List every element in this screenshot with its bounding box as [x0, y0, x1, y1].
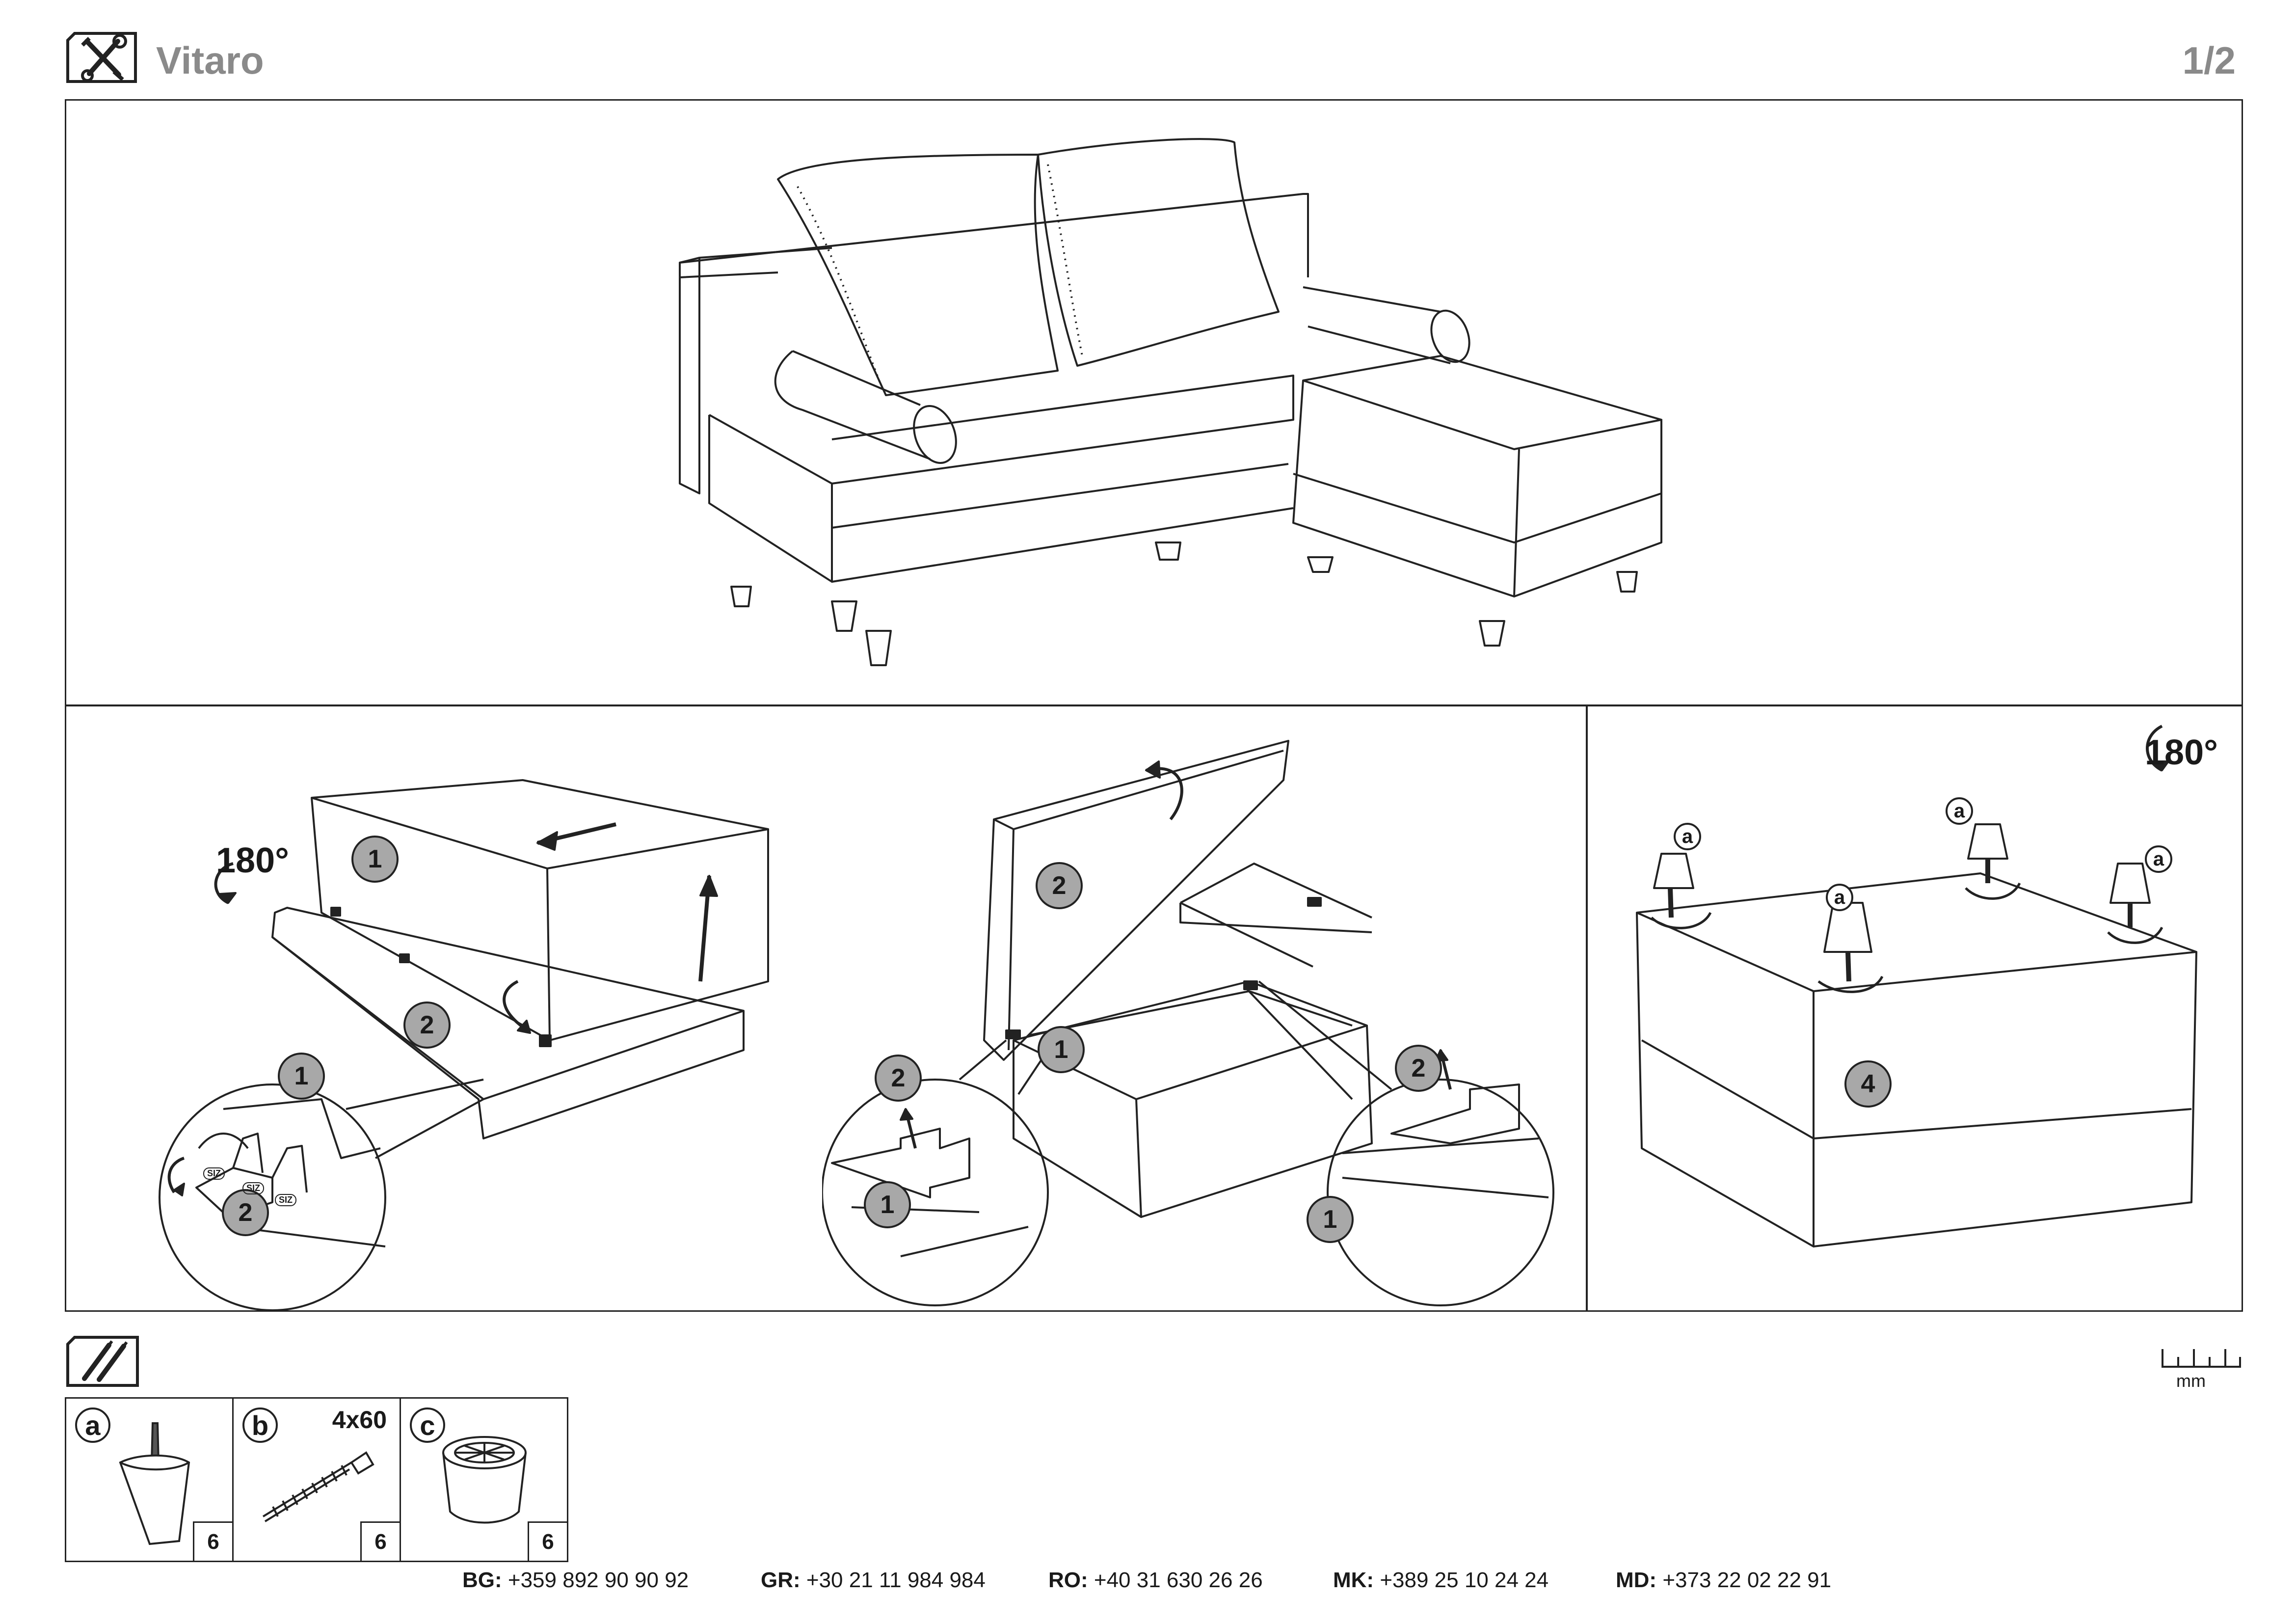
part-count: 6: [360, 1521, 400, 1561]
callout-badge: 2: [875, 1055, 922, 1102]
contact-md: MD: +373 22 02 22 91: [1616, 1568, 1831, 1593]
callout-badge: 2: [222, 1189, 269, 1236]
page-title: Vitaro: [156, 39, 264, 82]
callout-badge: 2: [403, 1001, 451, 1049]
step-1-illustration: [159, 779, 769, 1310]
contact-bg: BG: +359 892 90 90 92: [462, 1568, 689, 1593]
hinge-mark: SIZ: [275, 1194, 297, 1206]
part-cell-a: a 6: [65, 1397, 234, 1562]
contact-code: MD:: [1616, 1568, 1657, 1592]
hinge-mark: SIZ: [203, 1167, 225, 1180]
contact-code: MK:: [1333, 1568, 1374, 1592]
contact-code: BG:: [462, 1568, 502, 1592]
part-a-marker: a: [1674, 823, 1701, 850]
tools-icon: [65, 30, 138, 84]
callout-badge: 1: [864, 1181, 911, 1228]
step-2-illustration: [822, 740, 1554, 1306]
contact-phone: +373 22 02 22 91: [1662, 1568, 1832, 1592]
rotate-180-label: 180°: [216, 841, 289, 880]
contact-gr: GR: +30 21 11 984 984: [761, 1568, 986, 1593]
page-number: 1/2: [2182, 39, 2236, 82]
contact-code: RO:: [1048, 1568, 1088, 1592]
contact-code: GR:: [761, 1568, 801, 1592]
part-letter: c: [410, 1407, 445, 1443]
step-3-illustration: [1636, 725, 2197, 1247]
callout-badge: 1: [1307, 1196, 1354, 1243]
callout-badge: 1: [278, 1053, 325, 1100]
corner-sofa-illustration: [679, 138, 1662, 666]
part-a-marker: a: [2145, 845, 2172, 873]
part-size: 4x60: [332, 1406, 387, 1434]
part-cell-b: b 4x60 6: [232, 1397, 401, 1562]
part-count: 6: [193, 1521, 232, 1561]
contact-mk: MK: +389 25 10 24 24: [1333, 1568, 1548, 1593]
round-foot-icon: [435, 1433, 534, 1534]
furniture-leg-icon: [110, 1418, 209, 1548]
contact-phone: +389 25 10 24 24: [1380, 1568, 1549, 1592]
part-letter: a: [75, 1407, 110, 1443]
overview-panel: [65, 99, 2243, 706]
screw-icon: [253, 1443, 381, 1529]
screwdriver-parts-icon: [65, 1334, 140, 1388]
part-count: 6: [528, 1521, 567, 1561]
ruler-unit: mm: [2176, 1371, 2206, 1391]
contact-phone: +359 892 90 90 92: [507, 1568, 689, 1592]
callout-badge: 4: [1844, 1060, 1892, 1108]
part-a-marker: a: [1946, 797, 1973, 825]
callout-badge: 1: [1038, 1026, 1085, 1073]
part-a-marker: a: [1826, 884, 1853, 911]
part-cell-c: c 6: [400, 1397, 568, 1562]
part-letter: b: [242, 1407, 278, 1443]
legs-step-panel: [1586, 705, 2243, 1312]
rotate-180-label-right: 180°: [2145, 733, 2218, 772]
hinge-mark: SIZ: [242, 1182, 265, 1194]
contact-ro: RO: +40 31 630 26 26: [1048, 1568, 1263, 1593]
callout-badge: 1: [351, 836, 399, 883]
contact-phone: +30 21 11 984 984: [806, 1568, 986, 1592]
contact-phone: +40 31 630 26 26: [1094, 1568, 1263, 1592]
assembly-steps-panel: [65, 705, 1587, 1312]
callout-badge: 2: [1036, 862, 1083, 909]
ruler-icon: [2160, 1345, 2243, 1372]
callout-badge: 2: [1395, 1045, 1442, 1092]
